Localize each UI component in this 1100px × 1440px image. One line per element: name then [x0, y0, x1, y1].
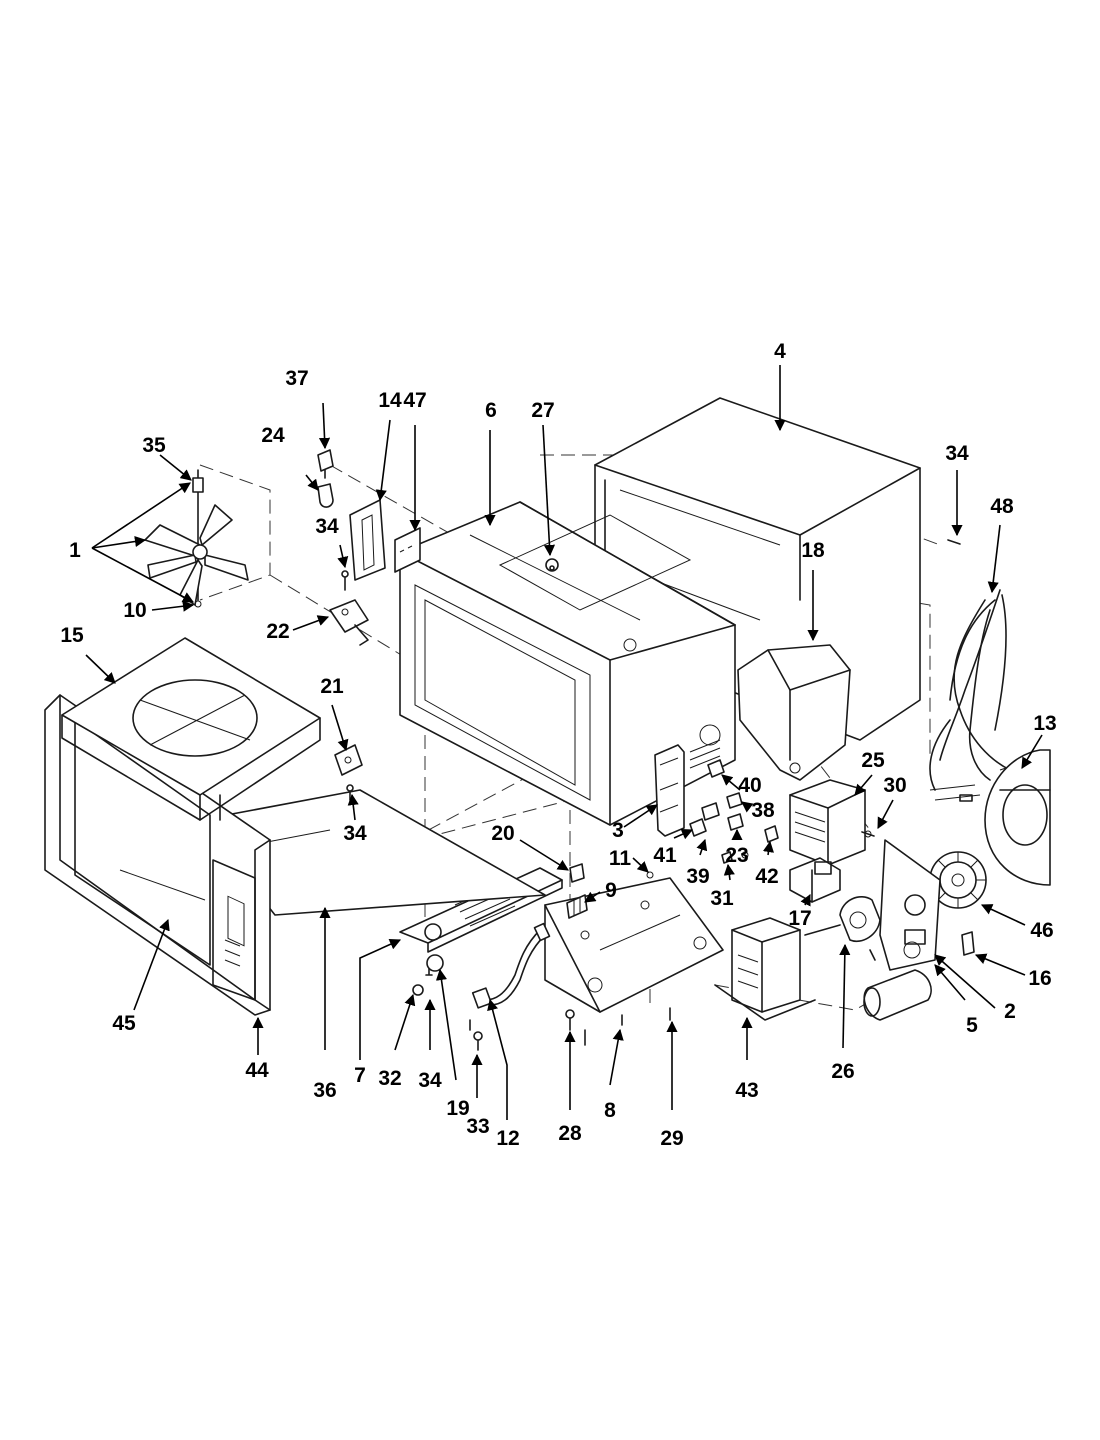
- callout-5: 5: [966, 1014, 978, 1037]
- blower-housing-part-13: [984, 749, 1051, 886]
- callout-29: 29: [660, 1127, 683, 1150]
- callout-1: 1: [69, 539, 81, 562]
- base-plate-part-8: [544, 877, 724, 1013]
- callout-25: 25: [861, 749, 885, 772]
- callout-31: 31: [710, 887, 734, 910]
- callout-40: 40: [738, 774, 761, 797]
- callout-34-middle: 34: [343, 822, 367, 845]
- callout-24: 24: [261, 424, 285, 447]
- oven-cavity-part-6: [399, 501, 736, 826]
- power-cord-part-12: [469, 922, 551, 1031]
- stirrer-motor-part-26: [804, 896, 881, 961]
- callout-36: 36: [313, 1079, 336, 1102]
- callout-20: 20: [491, 822, 514, 845]
- base-screws: [412, 954, 671, 1051]
- callout-6: 6: [485, 399, 497, 422]
- callout-35: 35: [142, 434, 166, 457]
- motor-bracket-part-2: [879, 839, 941, 971]
- front-frame-part-44: [44, 694, 271, 1016]
- callout-32: 32: [378, 1067, 401, 1090]
- callout-22: 22: [266, 620, 289, 643]
- callout-labels: 4 34 48 18 13 25 30 6 27 47 14 37 24 34 …: [60, 340, 1056, 1150]
- callout-43: 43: [735, 1079, 758, 1102]
- brackets-14-47: [349, 499, 421, 581]
- fan-blade-part-1: [144, 469, 249, 608]
- callout-12: 12: [496, 1127, 519, 1150]
- callout-16: 16: [1028, 967, 1051, 990]
- callout-10: 10: [123, 599, 146, 622]
- callout-23: 23: [725, 844, 748, 867]
- leader-lines: [85, 365, 1043, 1120]
- callout-39: 39: [686, 865, 709, 888]
- transformer-part-43: [714, 917, 816, 1021]
- callout-34-top-right: 34: [945, 442, 969, 465]
- callout-42: 42: [755, 865, 778, 888]
- small-clips: [566, 863, 588, 919]
- callout-33: 33: [466, 1115, 489, 1138]
- bracket-part-17: [789, 857, 841, 903]
- callout-9: 9: [605, 879, 617, 902]
- clip-part-16: [961, 931, 975, 956]
- callout-4: 4: [774, 340, 786, 363]
- callout-37: 37: [285, 367, 308, 390]
- callout-38: 38: [751, 799, 775, 822]
- callout-45: 45: [112, 1012, 136, 1035]
- callout-17: 17: [788, 907, 811, 930]
- callout-21: 21: [320, 675, 344, 698]
- screw-part-34-top: [947, 539, 961, 545]
- lamp-parts-37-24: [317, 449, 334, 508]
- callout-2: 2: [1004, 1000, 1016, 1023]
- callout-26: 26: [831, 1060, 854, 1083]
- callout-27: 27: [531, 399, 554, 422]
- callout-18: 18: [801, 539, 825, 562]
- interlock-switches: [646, 759, 779, 879]
- callout-46: 46: [1030, 919, 1053, 942]
- magnetron-part-25: [789, 779, 866, 866]
- callout-19: 19: [446, 1097, 469, 1120]
- callout-3: 3: [612, 819, 624, 842]
- callout-8: 8: [604, 1099, 616, 1122]
- callout-41: 41: [653, 844, 677, 867]
- callout-34-upper: 34: [315, 515, 339, 538]
- callout-13: 13: [1033, 712, 1056, 735]
- callout-14: 14: [378, 389, 402, 412]
- blower-motor-part-5: [863, 969, 932, 1021]
- callout-28: 28: [558, 1122, 582, 1145]
- callout-30: 30: [883, 774, 906, 797]
- callout-48: 48: [990, 495, 1014, 518]
- callout-34-lower: 34: [418, 1069, 442, 1092]
- screw-part-30: [861, 830, 875, 838]
- brackets-22-21: [329, 570, 369, 801]
- latch-bracket-part-3: [654, 744, 685, 837]
- callout-47: 47: [403, 389, 426, 412]
- callout-15: 15: [60, 624, 84, 647]
- waveguide-part-18: [737, 644, 851, 781]
- fan-duct-part-15: [61, 637, 321, 821]
- callout-7: 7: [354, 1064, 366, 1087]
- wire-harness-part-48: [929, 589, 1031, 802]
- callout-44: 44: [245, 1059, 269, 1082]
- callout-11: 11: [609, 847, 632, 870]
